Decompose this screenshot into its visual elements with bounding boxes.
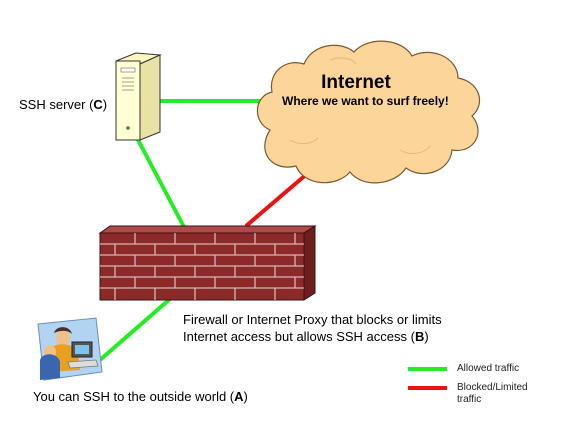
client-letter: A (234, 389, 244, 404)
client-label: You can SSH to the outside world (A) (33, 388, 248, 405)
ssh-server-label-text: SSH server ( (19, 97, 94, 112)
ssh-server-letter: C (93, 97, 103, 112)
server-tower-icon (115, 52, 162, 141)
client-label-text: You can SSH to the outside world ( (33, 389, 235, 404)
blocked-link-firewall-internet (244, 171, 310, 228)
internet-title: Internet (321, 72, 391, 93)
ssh-server-label: SSH server (C) (19, 96, 107, 113)
firewall-caption: Firewall or Internet Proxy that blocks o… (183, 311, 442, 345)
firewall-caption-close: ) (424, 329, 429, 344)
legend-blocked-label: Blocked/Limited traffic (457, 382, 528, 406)
legend-blocked-label-line2: traffic (457, 394, 482, 405)
user-at-computer-icon (37, 317, 103, 381)
allowed-link-server-firewall (135, 137, 186, 228)
legend-allowed-label: Allowed traffic (457, 363, 520, 374)
firewall-letter: B (414, 329, 425, 344)
ssh-server-label-close: ) (102, 97, 108, 112)
client-label-close: ) (243, 389, 248, 404)
firewall-caption-line2-text: Internet access but allows SSH access ( (183, 329, 415, 344)
internet-subtitle: Where we want to surf freely! (282, 94, 449, 108)
brick-firewall-icon (98, 225, 317, 301)
firewall-caption-line1: Firewall or Internet Proxy that blocks o… (183, 312, 442, 327)
firewall-caption-line2: Internet access but allows SSH access (B… (183, 328, 442, 345)
legend-blocked-label-line1: Blocked/Limited (457, 382, 528, 393)
internet-cloud-icon (256, 40, 481, 184)
